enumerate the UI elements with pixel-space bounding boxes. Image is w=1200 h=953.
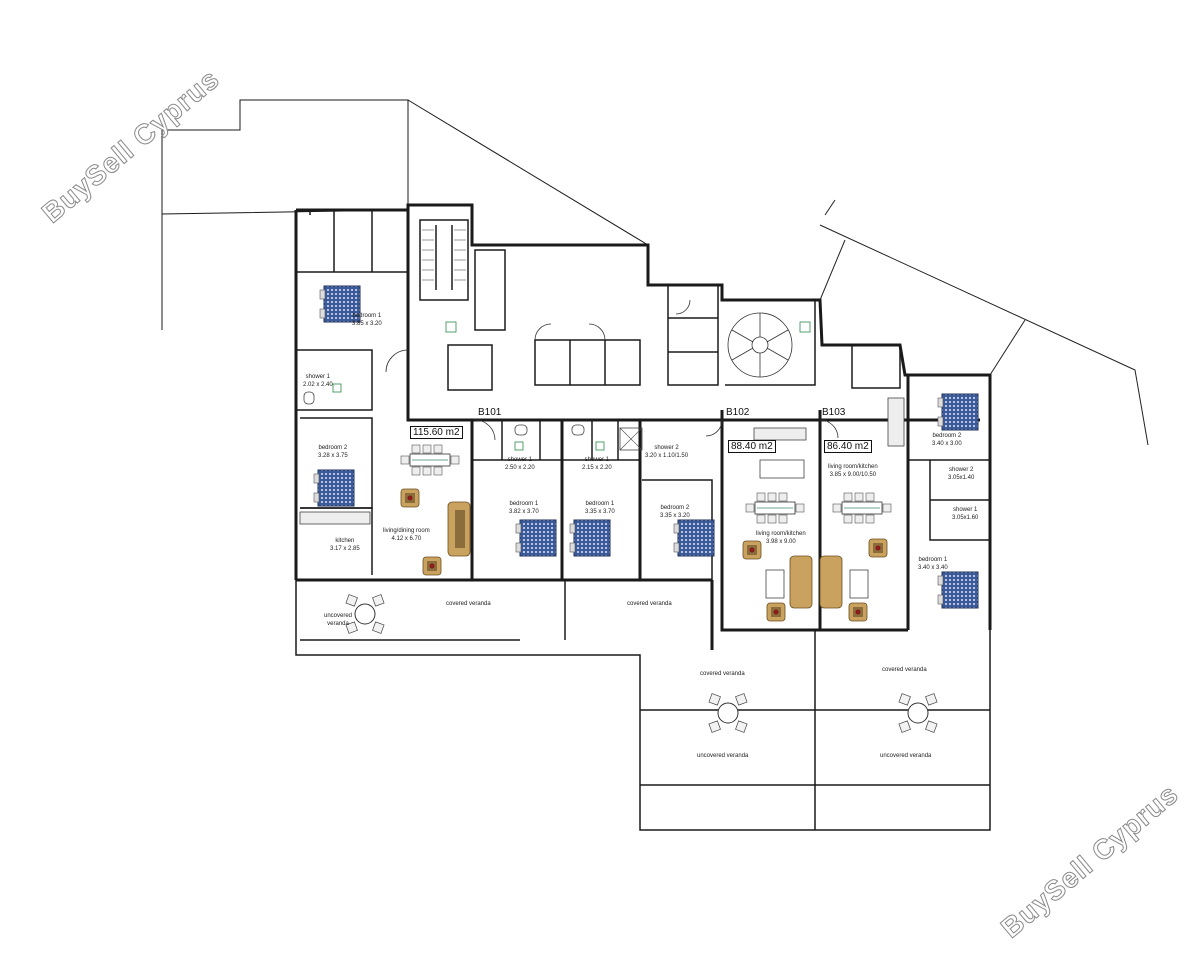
verandas: [295, 580, 991, 831]
veranda-label: covered veranda: [882, 667, 927, 673]
stair-flight: [422, 229, 466, 281]
unit-area-b102: 88.40 m2: [728, 440, 776, 453]
veranda-label: covered veranda: [446, 601, 491, 607]
unit-area-b101: 115.60 m2: [410, 426, 463, 439]
veranda-label: uncovered veranda: [697, 753, 749, 759]
bed: [569, 519, 611, 557]
upper-terrace: [161, 99, 649, 330]
veranda-label: uncovered veranda: [880, 753, 932, 759]
bed: [673, 519, 715, 557]
doors: [385, 299, 839, 441]
unit-code-b103: B103: [822, 407, 846, 418]
bed: [313, 469, 355, 507]
bed: [937, 571, 979, 609]
building-walls: [294, 203, 992, 650]
unit-area-b103: 86.40 m2: [824, 440, 872, 453]
veranda-label: covered veranda: [700, 671, 745, 677]
interior-walls: [296, 210, 990, 580]
spiral-stair: [727, 312, 793, 378]
veranda-label: covered veranda: [627, 601, 672, 607]
veranda-label: uncovered veranda: [323, 613, 353, 627]
unit-code-b101: B101: [478, 407, 502, 418]
unit-code-b102: B102: [726, 407, 750, 418]
bed: [937, 393, 979, 431]
bed: [515, 519, 557, 557]
furniture: [299, 285, 979, 733]
site-boundary: [819, 199, 1149, 446]
